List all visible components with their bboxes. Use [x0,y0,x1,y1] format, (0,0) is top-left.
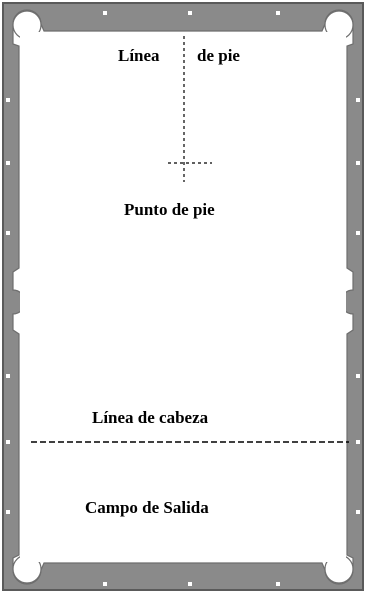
foot-spot-label: Punto de pie [124,200,215,219]
diamond [103,582,107,586]
head-line-label: Línea de cabeza [92,408,209,427]
diamond [356,374,360,378]
diamond [6,374,10,378]
diamond [356,440,360,444]
diamond [188,582,192,586]
foot-line-label-right: de pie [197,46,240,65]
diamond [356,161,360,165]
diamond [6,231,10,235]
cloth-fill [20,32,346,562]
diamond [6,98,10,102]
diamond [356,510,360,514]
foot-line-label-left: Línea [118,46,160,65]
diamond [6,510,10,514]
diamond [103,11,107,15]
diamond [276,11,280,15]
diamond [6,440,10,444]
diamond [356,231,360,235]
diamond [188,11,192,15]
rail-diamonds [6,11,360,586]
diamond [6,161,10,165]
diamond [276,582,280,586]
diamond [356,98,360,102]
kitchen-label: Campo de Salida [85,498,209,517]
